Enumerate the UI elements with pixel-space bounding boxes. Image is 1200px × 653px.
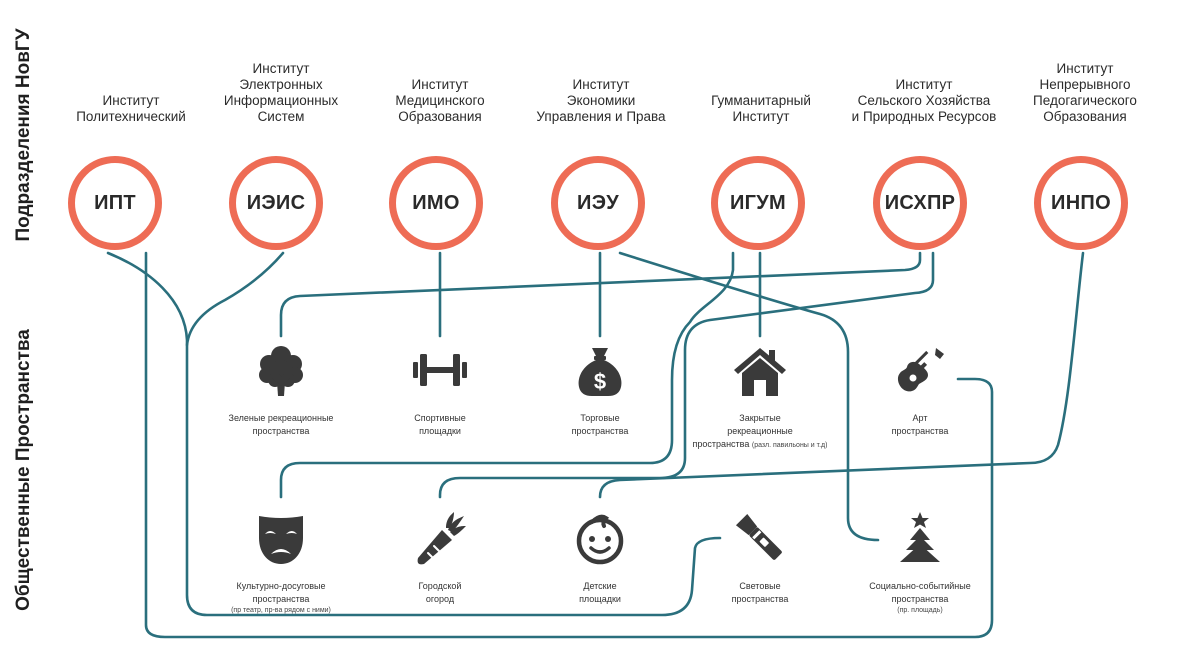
- connector-ipt-culture: [106, 251, 722, 617]
- guitar-icon: [897, 348, 944, 392]
- institute-abbr-igum: ИГУМ: [729, 191, 786, 214]
- flashlight-icon: [735, 513, 782, 560]
- baby-face-icon: [576, 514, 624, 565]
- institute-abbr-iskhpr: ИСХПР: [884, 191, 956, 214]
- institute-circle-inpo[interactable]: ИНПО: [1034, 156, 1128, 250]
- space-label-kids: Детские площадки: [579, 581, 621, 604]
- space-note-social: (пр. площадь): [897, 607, 943, 614]
- space-light[interactable]: Световые пространства: [665, 510, 855, 606]
- connector-iskhpr-green: [279, 251, 922, 338]
- institute-circle-igum[interactable]: ИГУМ: [711, 156, 805, 250]
- space-green[interactable]: Зеленые рекреационные пространства: [186, 342, 376, 438]
- institute-name-igum: Гумманитарный Институт: [711, 93, 811, 124]
- institute-name-ieu: Институт Экономики Управления и Права: [536, 77, 666, 124]
- institute-abbr-ieis: ИЭИС: [246, 191, 306, 214]
- institute-name-ieis: Институт Электронных Информационных Сист…: [223, 61, 339, 124]
- space-label-green: Зеленые рекреационные пространства: [228, 413, 334, 436]
- connector-ieis-branch: [185, 251, 285, 347]
- space-label-art: Арт пространства: [891, 413, 949, 436]
- connector-inpo-kids: [598, 251, 1085, 499]
- institute-abbr-imo: ИМО: [412, 191, 460, 214]
- space-sport[interactable]: Спортивные площадки: [345, 342, 535, 438]
- space-label-culture: Культурно-досуговые пространства: [236, 581, 326, 604]
- institute-circle-ipt[interactable]: ИПТ: [68, 156, 162, 250]
- space-label-light: Световые пространства: [731, 581, 789, 604]
- space-closed[interactable]: Закрытые рекреационные пространства (раз…: [665, 342, 855, 451]
- space-label-trade: Торговые пространства: [571, 413, 629, 436]
- theater-mask-icon: [259, 516, 303, 564]
- label-public-spaces: Общественные Пространства: [13, 329, 34, 611]
- space-label-closed: Закрытые рекреационные пространства (раз…: [665, 412, 855, 451]
- connector-ieu-social: [618, 251, 880, 542]
- institute-circle-imo[interactable]: ИМО: [389, 156, 483, 250]
- label-subdivisions: Подразделения НовГУ: [13, 28, 34, 242]
- institute-abbr-inpo: ИНПО: [1051, 191, 1111, 214]
- house-icon: [734, 348, 786, 396]
- space-label-sport: Спортивные площадки: [414, 413, 466, 436]
- space-label-social: Социально-событийные пространства: [869, 581, 971, 604]
- institute-name-imo: Институт Медицинского Образования: [395, 77, 485, 124]
- institute-circle-ieis[interactable]: ИЭИС: [229, 156, 323, 250]
- institute-circle-iskhpr[interactable]: ИСХПР: [873, 156, 967, 250]
- institute-name-inpo: Институт Непрерывного Педогагического Об…: [1033, 61, 1137, 124]
- space-label-closed-text: Закрытые рекреационные пространства: [692, 413, 793, 449]
- dumbbell-icon: [413, 354, 467, 386]
- svg-text:$: $: [594, 369, 606, 394]
- institute-name-iskhpr: Институт Сельского Хозяйства и Природных…: [851, 77, 997, 124]
- space-note-culture: (пр театр, пр-ва рядом с ними): [231, 607, 331, 614]
- carrot-icon: [417, 512, 466, 565]
- connector-igum-culture: [279, 251, 735, 499]
- institute-circle-ieu[interactable]: ИЭУ: [551, 156, 645, 250]
- connector-ipt-art: [144, 251, 994, 639]
- money-bag-icon: $: [578, 348, 622, 396]
- space-trade[interactable]: $ Торговые пространства: [505, 342, 695, 438]
- tree-icon: [259, 346, 303, 396]
- institute-abbr-ieu: ИЭУ: [577, 191, 619, 214]
- space-art[interactable]: Арт пространства: [825, 342, 1015, 438]
- space-garden[interactable]: Городской огород: [345, 510, 535, 606]
- institute-name-ipt: Институт Политехнический: [76, 93, 186, 124]
- space-note-closed: (разл. павильоны и т.д): [751, 442, 828, 449]
- space-label-garden: Городской огород: [418, 581, 462, 604]
- institute-abbr-ipt: ИПТ: [94, 191, 136, 214]
- connector-iskhpr-garden: [438, 251, 935, 499]
- space-kids[interactable]: Детские площадки: [505, 510, 695, 606]
- space-social[interactable]: Социально-событийные пространства (пр. п…: [825, 510, 1015, 616]
- christmas-tree-icon: [900, 512, 940, 562]
- space-culture[interactable]: Культурно-досуговые пространства (пр теа…: [186, 510, 376, 616]
